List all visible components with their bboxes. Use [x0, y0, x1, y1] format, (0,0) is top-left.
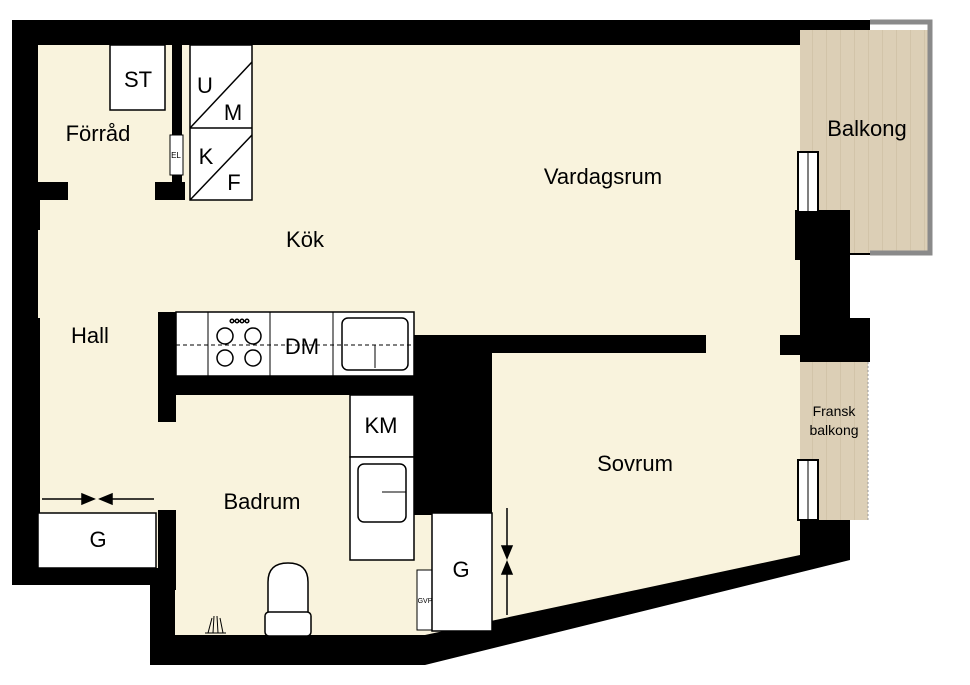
st-cabinet — [109, 44, 166, 111]
u-label: U — [197, 73, 213, 98]
wardrobe-bedroom — [431, 512, 493, 632]
vardagsrum-label: Vardagsrum — [544, 164, 662, 189]
el-panel — [169, 134, 184, 176]
fransk-balkong-line2: balkong — [809, 422, 858, 438]
fridge-freezer-cabinets — [189, 44, 253, 201]
sliding-door-arrows-hall — [42, 492, 154, 506]
stove-icon — [216, 318, 262, 367]
forrad-label: Förråd — [66, 121, 131, 146]
floor-drain-icon — [205, 615, 226, 634]
bathroom-counter — [349, 456, 415, 561]
gvp-label: GVP — [418, 598, 433, 605]
balkong-label: Balkong — [827, 116, 907, 141]
g-sovrum-label: G — [452, 557, 469, 582]
f-label: F — [227, 170, 240, 195]
toilet-icon — [264, 562, 312, 637]
kitchen-sink-icon — [341, 317, 409, 371]
badrum-label: Badrum — [223, 489, 300, 514]
el-label: EL — [171, 151, 181, 160]
hall-label: Hall — [71, 323, 109, 348]
fransk-balkong-line1: Fransk — [813, 403, 857, 419]
sovrum-label: Sovrum — [597, 451, 673, 476]
kitchen-counter — [175, 311, 415, 377]
dm-label: DM — [285, 334, 319, 359]
washing-machine — [349, 394, 415, 458]
wardrobe-hall — [37, 512, 157, 569]
g-hall-label: G — [89, 527, 106, 552]
balcony-railing — [870, 19, 933, 256]
k-label: K — [199, 144, 214, 169]
km-label: KM — [365, 413, 398, 438]
interior-walls — [12, 45, 850, 590]
kok-label: Kök — [286, 227, 325, 252]
sliding-door-arrows-bedroom — [500, 508, 514, 615]
bathroom-sink-icon — [357, 463, 407, 523]
m-label: M — [224, 100, 242, 125]
st-label: ST — [124, 67, 152, 92]
